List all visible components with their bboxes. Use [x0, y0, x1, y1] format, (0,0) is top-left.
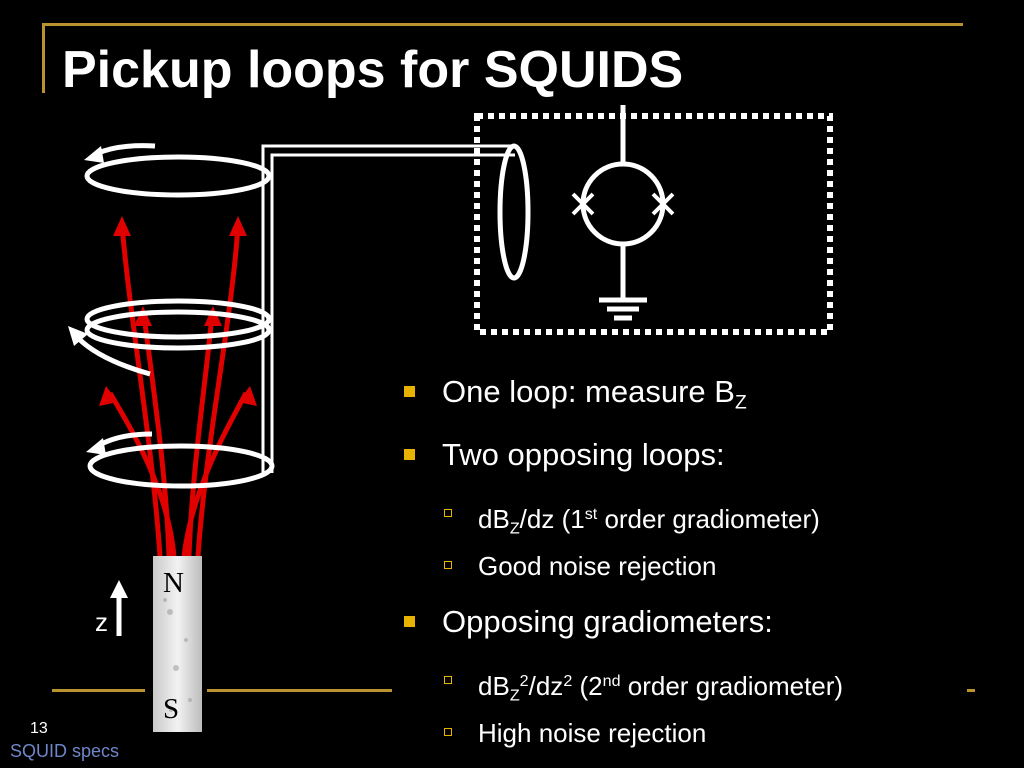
arrow-up-icon [110, 580, 128, 598]
squid-ring [580, 105, 666, 300]
sub-bullet-high-noise-rejection: High noise rejection [404, 715, 843, 767]
frame-top-line [42, 23, 963, 26]
ground-icon [599, 297, 647, 321]
magnet-south-label: S [163, 693, 179, 725]
pickup-wires [261, 144, 515, 473]
bullet-hollow-square-icon [444, 509, 452, 517]
footer-line [52, 689, 145, 692]
frame-left-line [42, 23, 45, 93]
bullet-opposing-gradiometers: Opposing gradiometers: [404, 600, 843, 663]
magnet-north-label: N [163, 567, 184, 599]
bullet-two-loops: Two opposing loops: [404, 433, 843, 496]
josephson-junctions [571, 192, 675, 216]
footer-line [207, 689, 392, 692]
bar-magnet [153, 556, 202, 732]
arrow-left-icon [86, 438, 106, 455]
bullet-hollow-square-icon [444, 676, 452, 684]
sub-bullet-second-order: dBZ2/dz2 (2nd order gradiometer) [404, 663, 843, 715]
z-axis-label: z [95, 607, 108, 637]
field-arrowheads [99, 216, 257, 406]
bullet-one-loop: One loop: measure BZ [404, 370, 843, 433]
bullet-hollow-square-icon [444, 728, 452, 736]
footer-label: SQUID specs [10, 741, 120, 761]
arrow-up-left-icon [68, 326, 88, 346]
field-lines [107, 224, 249, 557]
slide-number: 13 [30, 720, 48, 737]
sub-bullet-noise-rejection: Good noise rejection [404, 548, 843, 600]
bullet-hollow-square-icon [444, 561, 452, 569]
bullet-square-icon [404, 616, 415, 627]
slide-title: Pickup loops for SQUIDS [62, 41, 684, 99]
squid-enclosure [474, 113, 833, 335]
input-coil [497, 143, 531, 281]
arrow-left-icon [84, 146, 104, 163]
bullet-square-icon [404, 449, 415, 460]
pickup-loops [84, 154, 275, 489]
bullet-list: One loop: measure BZ Two opposing loops:… [404, 370, 843, 767]
sub-bullet-first-order: dBZ/dz (1st order gradiometer) [404, 496, 843, 548]
footer-line [967, 689, 975, 692]
bullet-square-icon [404, 386, 415, 397]
